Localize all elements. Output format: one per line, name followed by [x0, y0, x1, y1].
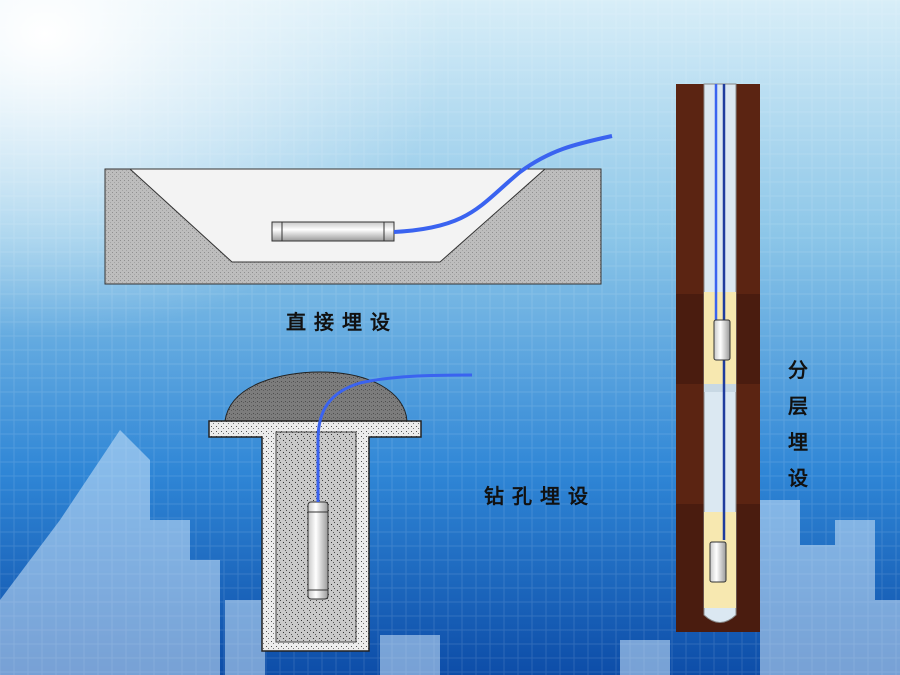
layered-burial-char: 埋 [788, 430, 808, 454]
gauge-sensor [271, 221, 395, 242]
city-skyline-icon [0, 430, 900, 675]
layered-burial-diagram [676, 83, 760, 632]
gauge-sensor [709, 541, 727, 583]
direct-burial-label: 直接埋设 [286, 310, 398, 334]
gauge-sensor [713, 319, 731, 361]
layered-burial-char: 分 [788, 358, 808, 382]
gauge-sensor [307, 501, 329, 600]
layered-burial-char: 层 [788, 394, 808, 418]
borehole-burial-diagram [208, 371, 473, 652]
borehole-burial-label: 钻孔埋设 [484, 484, 596, 508]
layered-burial-char: 设 [788, 466, 808, 490]
signal-cable [316, 373, 473, 502]
direct-burial-diagram [104, 134, 613, 285]
layered-burial-label: 分 层 埋 设 [785, 352, 811, 496]
signal-cable [393, 134, 613, 234]
